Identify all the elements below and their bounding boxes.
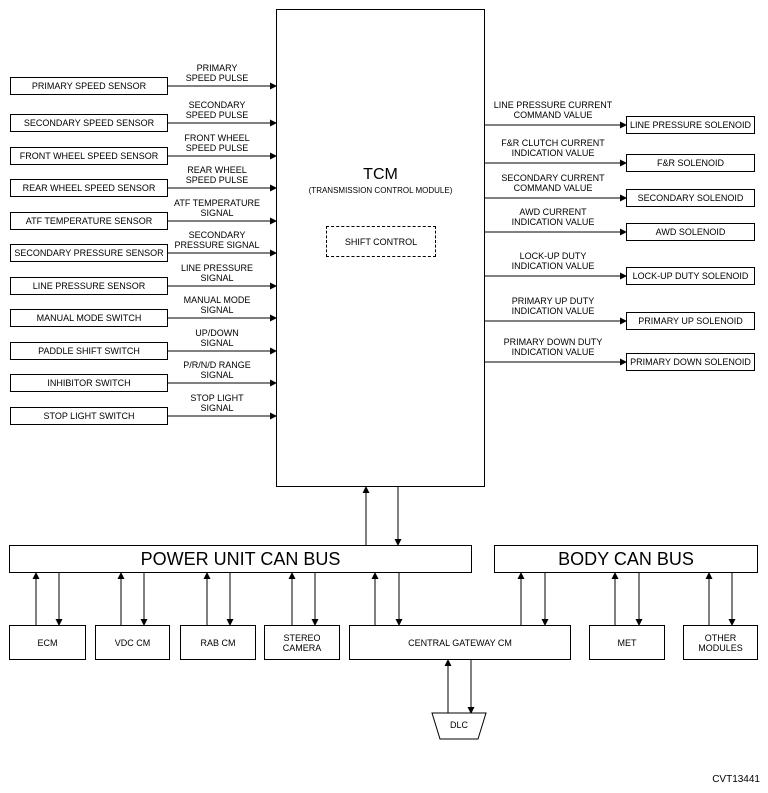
input-sensor-box: LINE PRESSURE SENSOR (10, 277, 168, 295)
input-sensor-box: REAR WHEEL SPEED SENSOR (10, 179, 168, 197)
input-signal-label: SECONDARY SPEED PULSE (185, 100, 249, 120)
output-solenoid-box: SECONDARY SOLENOID (626, 189, 755, 207)
shift-control-block: SHIFT CONTROL (326, 226, 436, 257)
input-signal-label: P/R/N/D RANGE SIGNAL (183, 360, 251, 380)
input-sensor-box: ATF TEMPERATURE SENSOR (10, 212, 168, 230)
input-sensor-box: PADDLE SHIFT SWITCH (10, 342, 168, 360)
input-sensor-box: MANUAL MODE SWITCH (10, 309, 168, 327)
input-signal-label: MANUAL MODE SIGNAL (183, 295, 251, 315)
input-signal-label: UP/DOWN SIGNAL (195, 328, 239, 348)
ecm-module: ECM (9, 625, 86, 660)
input-sensor-box: PRIMARY SPEED SENSOR (10, 77, 168, 95)
input-sensor-box: STOP LIGHT SWITCH (10, 407, 168, 425)
input-signal-label: PRIMARY SPEED PULSE (185, 63, 249, 83)
input-signal-label: REAR WHEEL SPEED PULSE (185, 165, 249, 185)
tcm-subtitle: (TRANSMISSION CONTROL MODULE) (308, 186, 453, 195)
output-solenoid-box: LINE PRESSURE SOLENOID (626, 116, 755, 134)
dlc-label: DLC (449, 720, 468, 730)
figure-code: CVT13441 (712, 774, 760, 785)
output-signal-label: LOCK-UP DUTY INDICATION VALUE (511, 251, 595, 271)
body-can-bus: BODY CAN BUS (494, 545, 758, 573)
input-signal-label: LINE PRESSURE SIGNAL (180, 263, 254, 283)
dlc-connector-shape (431, 712, 487, 740)
output-signal-label: LINE PRESSURE CURRENT COMMAND VALUE (493, 100, 613, 120)
output-solenoid-box: AWD SOLENOID (626, 223, 755, 241)
other-modules: OTHER MODULES (683, 625, 758, 660)
central-gateway-cm-module: CENTRAL GATEWAY CM (349, 625, 571, 660)
output-signal-label: F&R CLUTCH CURRENT INDICATION VALUE (501, 138, 605, 158)
output-signal-label: PRIMARY UP DUTY INDICATION VALUE (511, 296, 595, 316)
tcm-title: TCM (363, 166, 398, 183)
input-sensor-box: INHIBITOR SWITCH (10, 374, 168, 392)
vdc-cm-module: VDC CM (95, 625, 170, 660)
tcm-box: TCM (TRANSMISSION CONTROL MODULE) (276, 9, 485, 487)
output-solenoid-box: LOCK-UP DUTY SOLENOID (626, 267, 755, 285)
output-solenoid-box: PRIMARY UP SOLENOID (626, 312, 755, 330)
output-solenoid-box: F&R SOLENOID (626, 154, 755, 172)
input-signal-label: SECONDARY PRESSURE SIGNAL (174, 230, 260, 250)
input-sensor-box: SECONDARY PRESSURE SENSOR (10, 244, 168, 262)
input-sensor-box: SECONDARY SPEED SENSOR (10, 114, 168, 132)
output-signal-label: SECONDARY CURRENT COMMAND VALUE (501, 173, 605, 193)
output-signal-label: AWD CURRENT INDICATION VALUE (511, 207, 595, 227)
met-module: MET (589, 625, 665, 660)
output-signal-label: PRIMARY DOWN DUTY INDICATION VALUE (503, 337, 603, 357)
input-signal-label: FRONT WHEEL SPEED PULSE (184, 133, 250, 153)
rab-cm-module: RAB CM (180, 625, 256, 660)
stereo-camera-module: STEREO CAMERA (264, 625, 340, 660)
output-solenoid-box: PRIMARY DOWN SOLENOID (626, 353, 755, 371)
input-signal-label: STOP LIGHT SIGNAL (190, 393, 244, 413)
power-unit-can-bus: POWER UNIT CAN BUS (9, 545, 472, 573)
input-signal-label: ATF TEMPERATURE SIGNAL (173, 198, 260, 218)
input-sensor-box: FRONT WHEEL SPEED SENSOR (10, 147, 168, 165)
